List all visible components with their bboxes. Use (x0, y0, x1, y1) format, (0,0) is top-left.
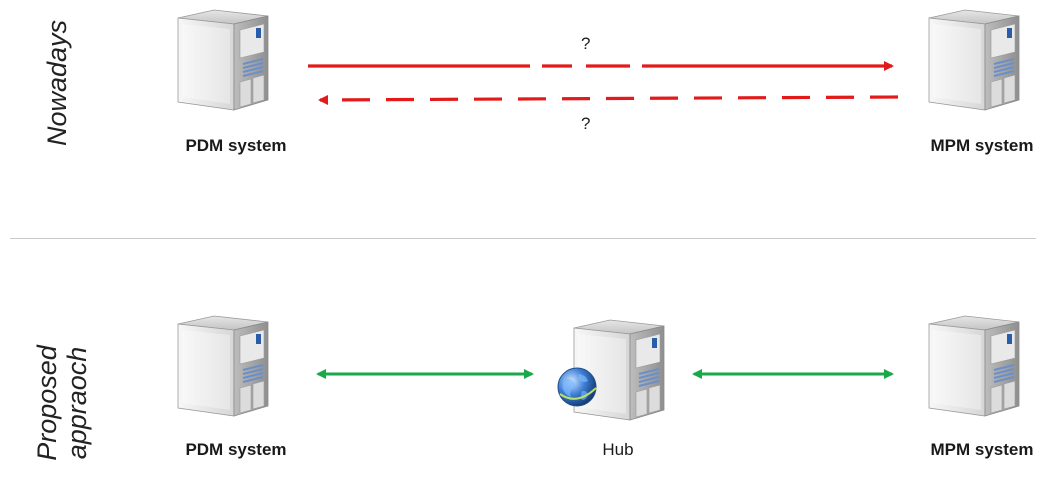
question-mark-top: ? (581, 34, 591, 53)
arrow-mpm-to-pdm (318, 94, 899, 105)
mpm-system-label: MPM system (930, 136, 1034, 155)
pdm-system-label: PDM system (185, 136, 287, 155)
pdm-system-label-proposed: PDM system (185, 440, 287, 459)
hub-label: Hub (602, 440, 634, 459)
question-mark-bottom: ? (581, 114, 591, 133)
pdm-server-icon-proposed (174, 314, 272, 418)
mpm-system-label-proposed: MPM system (930, 440, 1034, 459)
mpm-server-icon-proposed (925, 314, 1023, 418)
pdm-server-icon (174, 8, 272, 112)
globe-icon (557, 367, 597, 407)
mpm-server-icon (925, 8, 1023, 112)
connection-arrows (308, 61, 899, 379)
section-divider (10, 238, 1036, 239)
